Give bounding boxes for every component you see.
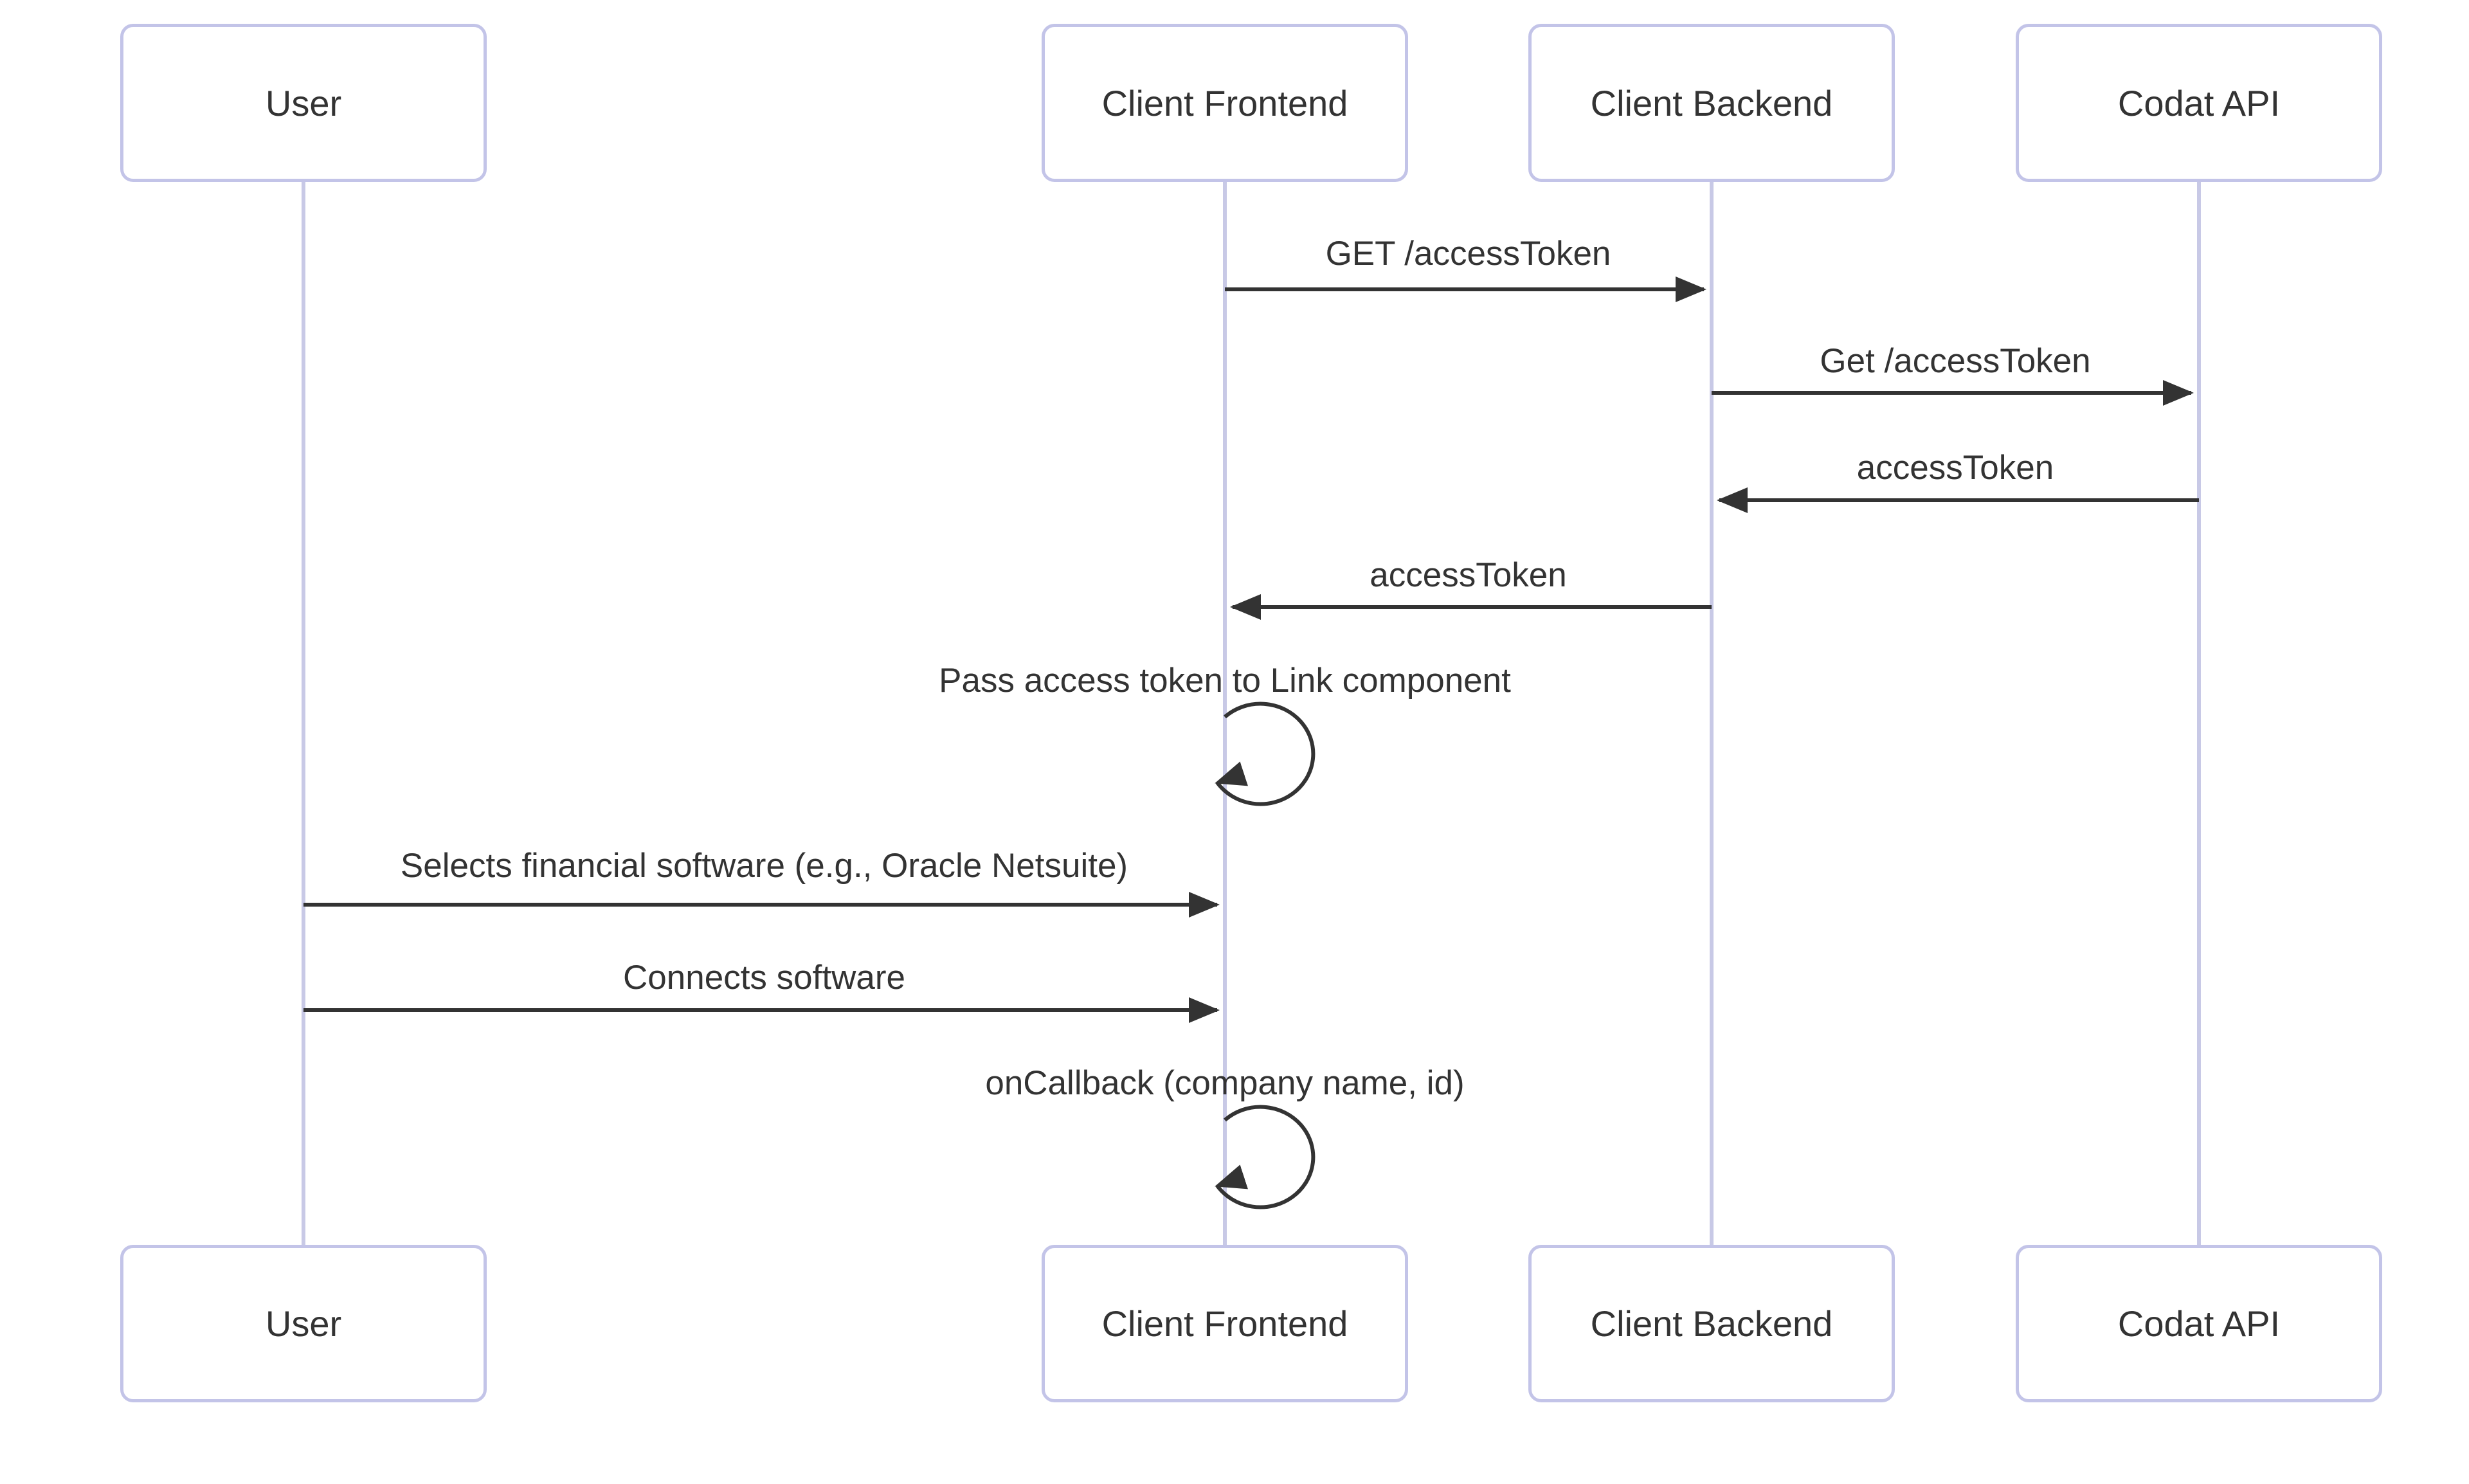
actor-box-client-frontend-bottom: Client Frontend xyxy=(1042,1245,1408,1402)
actor-box-client-frontend-top: Client Frontend xyxy=(1042,24,1408,182)
message-label: Connects software xyxy=(623,959,905,997)
actor-box-codat-api-top: Codat API xyxy=(2016,24,2382,182)
actor-label-codat-api: Codat API xyxy=(2117,82,2281,123)
message-label: Get /accessToken xyxy=(1820,342,2091,381)
message-label: Pass access token to Link component xyxy=(939,662,1511,700)
self-loop-arrow xyxy=(1215,1105,1316,1209)
actor-label-user: User xyxy=(265,1303,342,1344)
message-arrows xyxy=(303,276,2199,1209)
actor-label-client-backend: Client Backend xyxy=(1590,1303,1833,1344)
actor-box-client-backend-top: Client Backend xyxy=(1528,24,1895,182)
actor-box-client-backend-bottom: Client Backend xyxy=(1528,1245,1895,1402)
actor-box-codat-api-bottom: Codat API xyxy=(2016,1245,2382,1402)
message-label: GET /accessToken xyxy=(1325,235,1611,273)
message-label: accessToken xyxy=(1370,556,1567,595)
actor-label-user: User xyxy=(265,82,342,123)
actor-label-client-frontend: Client Frontend xyxy=(1101,82,1348,123)
actor-label-client-frontend: Client Frontend xyxy=(1101,1303,1348,1344)
message-label: accessToken xyxy=(1856,449,2054,487)
self-loop-arrow xyxy=(1215,701,1316,806)
message-label: onCallback (company name, id) xyxy=(985,1064,1465,1103)
message-label: Selects financial software (e.g., Oracle… xyxy=(400,847,1128,885)
actor-label-client-backend: Client Backend xyxy=(1590,82,1833,123)
actor-box-user-top: User xyxy=(120,24,487,182)
lifelines xyxy=(302,180,2201,1246)
actor-label-codat-api: Codat API xyxy=(2117,1303,2281,1344)
actor-box-user-bottom: User xyxy=(120,1245,487,1402)
